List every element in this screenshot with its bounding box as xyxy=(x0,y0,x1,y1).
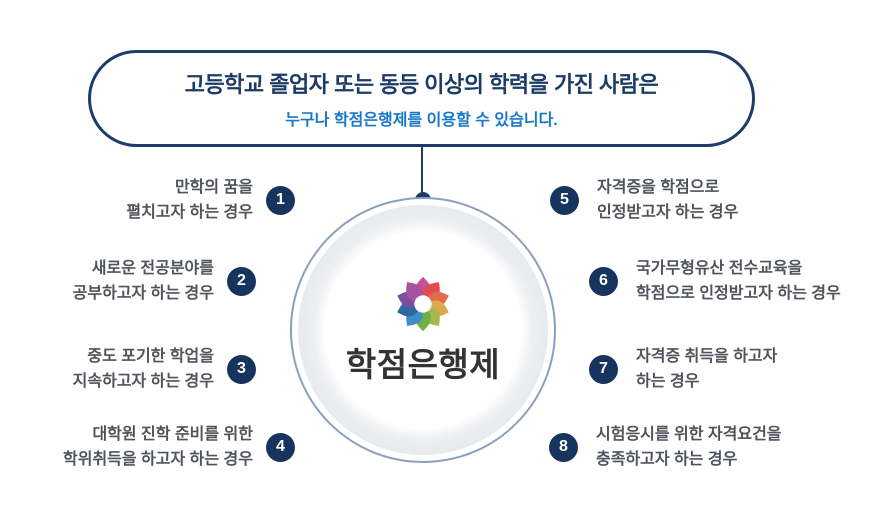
number-badge-5: 5 xyxy=(550,185,579,215)
number-badge-6: 6 xyxy=(589,266,618,296)
reason-item-1: 만학의 꿈을 펼치고자 하는 경우 1 xyxy=(126,175,295,225)
reason-item-2: 새로운 전공분야를 공부하고자 하는 경우 2 xyxy=(73,256,256,306)
headline-subtitle: 누구나 학점은행제를 이용할 수 있습니다. xyxy=(285,112,558,129)
number-badge-7: 7 xyxy=(589,354,618,384)
reason-text: 시험응시를 위한 자격요건을 충족하고자 하는 경우 xyxy=(596,426,782,468)
reason-text: 대학원 진학 준비를 위한 학위취득을 하고자 하는 경우 xyxy=(63,426,253,468)
flower-logo-icon xyxy=(397,276,449,331)
reason-text: 국가무형유산 전수교육을 학점으로 인정받고자 하는 경우 xyxy=(636,260,841,302)
reason-text: 새로운 전공분야를 공부하고자 하는 경우 xyxy=(72,260,214,302)
headline-title: 고등학교 졸업자 또는 동등 이상의 학력을 가진 사람은 xyxy=(184,72,659,97)
number-badge-3: 3 xyxy=(227,354,256,384)
number-badge-2: 2 xyxy=(227,266,256,296)
headline-bubble: 고등학교 졸업자 또는 동등 이상의 학력을 가진 사람은 누구나 학점은행제를… xyxy=(88,50,755,147)
number-badge-8: 8 xyxy=(549,432,578,462)
reason-text: 자격증 취득을 하고자 하는 경우 xyxy=(636,348,778,390)
number-badge-4: 4 xyxy=(266,432,295,462)
reason-text: 만학의 꿈을 펼치고자 하는 경우 xyxy=(126,179,253,221)
reason-item-5: 5 자격증을 학점으로 인정받고자 하는 경우 xyxy=(550,175,738,225)
logo-text: 학점은행제 xyxy=(345,345,501,383)
reason-item-6: 6 국가무형유산 전수교육을 학점으로 인정받고자 하는 경우 xyxy=(589,256,841,306)
reason-item-3: 중도 포기한 학업을 지속하고자 하는 경우 3 xyxy=(73,344,256,394)
reason-text: 자격증을 학점으로 인정받고자 하는 경우 xyxy=(597,179,739,221)
reason-item-4: 대학원 진학 준비를 위한 학위취득을 하고자 하는 경우 4 xyxy=(63,422,295,472)
reason-item-7: 7 자격증 취득을 하고자 하는 경우 xyxy=(589,344,777,394)
reason-item-8: 8 시험응시를 위한 자격요건을 충족하고자 하는 경우 xyxy=(549,422,782,472)
reason-text: 중도 포기한 학업을 지속하고자 하는 경우 xyxy=(72,348,214,390)
connector-line xyxy=(421,146,423,196)
number-badge-1: 1 xyxy=(266,185,295,215)
center-circle-inner: 학점은행제 xyxy=(324,231,522,429)
center-circle: 학점은행제 xyxy=(290,197,556,463)
